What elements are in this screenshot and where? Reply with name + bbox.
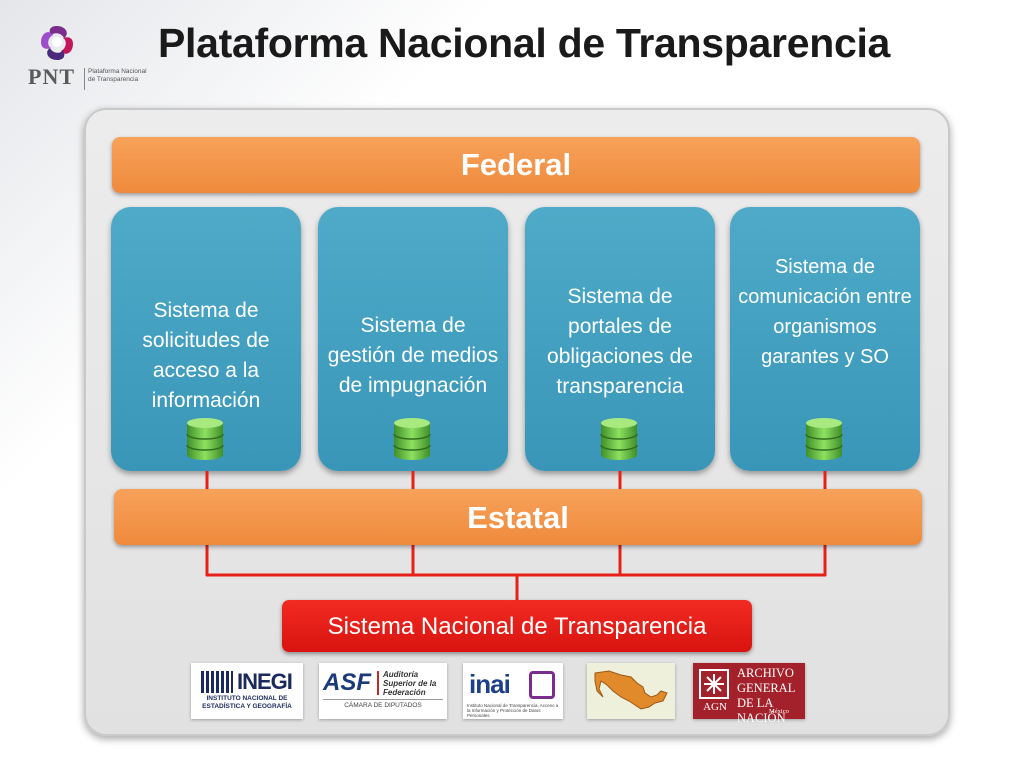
agn-country: México xyxy=(769,708,789,715)
database-icon xyxy=(393,418,431,460)
page-title: Plataforma Nacional de Transparencia xyxy=(158,20,891,66)
pnt-logo: PNT Plataforma Nacional de Transparencia xyxy=(28,22,147,92)
mexico-map-icon xyxy=(594,670,668,710)
asf-rule xyxy=(323,699,443,700)
system-card-solicitudes: Sistema de solicitudes de acceso a la in… xyxy=(111,207,301,471)
national-system-box: Sistema Nacional de Transparencia xyxy=(282,600,752,652)
system-card-label: Sistema de comunicación entre organismos… xyxy=(738,256,912,368)
database-icon xyxy=(600,418,638,460)
logo-divider xyxy=(84,68,85,90)
inegi-name: INEGI xyxy=(237,669,293,694)
agn-name: ARCHIVO GENERAL DE LA NACIÓN xyxy=(737,666,795,725)
asf-divider xyxy=(377,671,379,695)
inai-emblem-icon xyxy=(529,671,555,699)
inai-subtitle: Instituto Nacional de Transparencia, Acc… xyxy=(467,703,559,718)
inai-logo: inai Instituto Nacional de Transparencia… xyxy=(463,663,563,719)
agn-abbreviation: AGN xyxy=(703,701,727,713)
logo-subtitle: Plataforma Nacional de Transparencia xyxy=(88,68,147,83)
system-card-label: Sistema de portales de obligaciones de t… xyxy=(547,285,693,398)
system-card-impugnacion: Sistema de gestión de medios de impugnac… xyxy=(318,207,508,471)
connector-group xyxy=(205,471,827,600)
mexico-map-logo xyxy=(587,663,675,719)
federal-bar: Federal xyxy=(112,137,920,193)
asf-logo: ASF Auditoría Superior de la Federación … xyxy=(319,663,447,719)
inegi-bars-icon xyxy=(201,671,233,693)
asf-name: ASF xyxy=(323,669,371,696)
asf-subtitle: Auditoría Superior de la Federación xyxy=(383,670,437,697)
agn-logo: AGN ARCHIVO GENERAL DE LA NACIÓN México xyxy=(693,663,805,725)
database-icon xyxy=(805,418,843,460)
system-card-label: Sistema de gestión de medios de impugnac… xyxy=(327,314,499,397)
inegi-logo: INEGI INSTITUTO NACIONAL DE ESTADÍSTICA … xyxy=(191,663,303,719)
pnt-emblem-icon xyxy=(41,26,73,60)
system-card-label: Sistema de solicitudes de acceso a la in… xyxy=(142,299,270,412)
logo-abbreviation: PNT xyxy=(28,64,75,89)
database-icon xyxy=(186,418,224,460)
inai-name: inai xyxy=(469,669,511,699)
asf-footer: CÁMARA DE DIPUTADOS xyxy=(344,702,422,709)
system-card-comunicacion: Sistema de comunicación entre organismos… xyxy=(730,207,920,471)
system-card-portales: Sistema de portales de obligaciones de t… xyxy=(525,207,715,471)
estatal-bar: Estatal xyxy=(114,489,922,545)
agn-emblem-icon xyxy=(699,669,729,699)
inegi-subtitle: INSTITUTO NACIONAL DE ESTADÍSTICA Y GEOG… xyxy=(202,695,292,710)
